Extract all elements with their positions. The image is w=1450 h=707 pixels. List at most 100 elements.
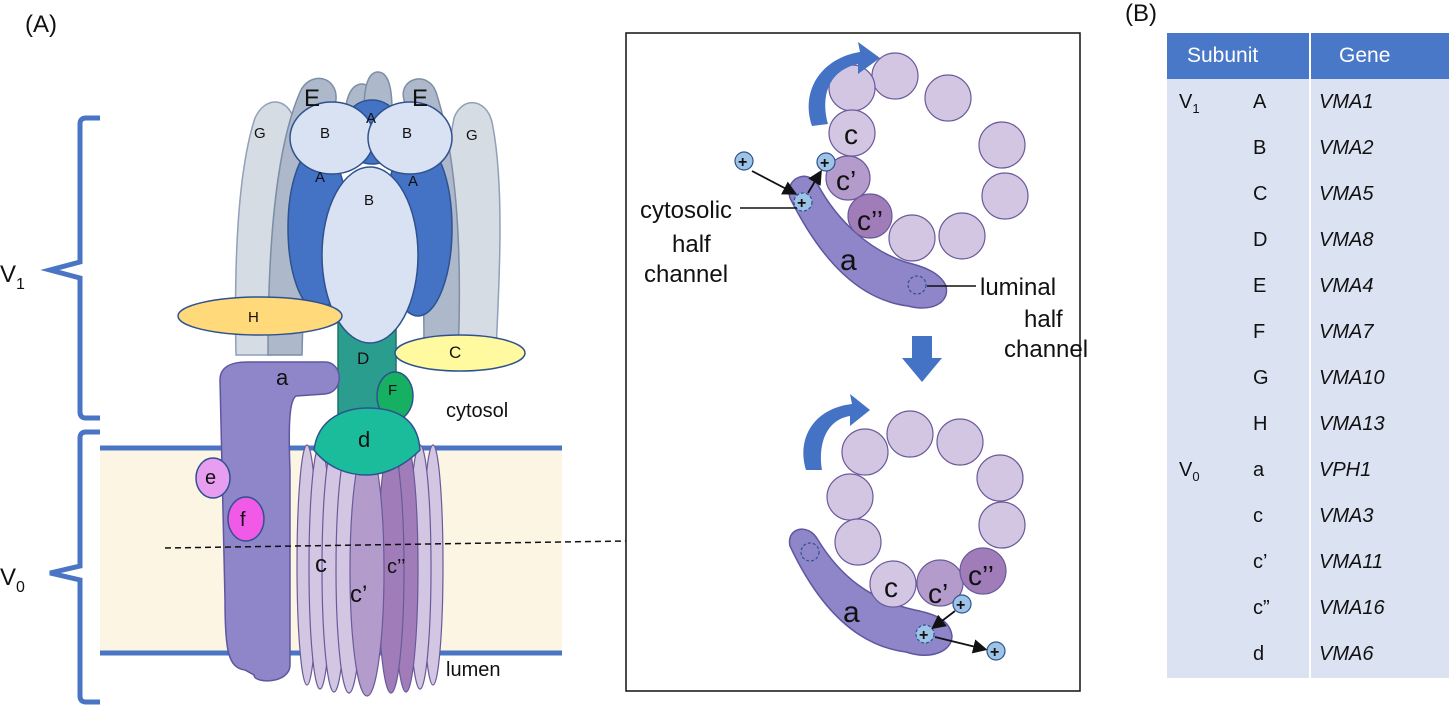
inset-top-ring [828, 52, 1029, 262]
row-gene: VMA16 [1319, 597, 1385, 619]
row-subunit: F [1253, 321, 1266, 343]
label-c-prime: c’ [350, 581, 367, 608]
label-cytosol: cytosol [446, 400, 508, 422]
subunit-f-small [227, 496, 265, 542]
table-row: F VMA7 [1167, 311, 1449, 357]
inset-bottom-ring [826, 410, 1026, 566]
row-subunit: H [1253, 413, 1268, 435]
subunit-d [313, 407, 421, 476]
label-c-ring: c [315, 551, 327, 578]
table-row: V1 A VMA1 [1167, 81, 1449, 127]
subunit-c-yellow [394, 334, 526, 372]
arrow-top-up [807, 169, 822, 194]
subunit-e-small [195, 457, 231, 499]
table-row: c” VMA16 [1167, 587, 1449, 633]
proton-top-exit-sign: + [820, 155, 829, 172]
row-group: V0 [1179, 459, 1200, 484]
row-gene: VPH1 [1319, 459, 1372, 481]
label-a-right: A [408, 173, 418, 190]
transition-arrow [902, 336, 942, 382]
subunit-h [177, 296, 343, 336]
label-a-left: A [315, 169, 325, 186]
v1-bracket [40, 115, 100, 421]
row-gene: VMA5 [1319, 183, 1374, 205]
row-gene: VMA2 [1319, 137, 1374, 159]
label-g-left: G [254, 125, 266, 142]
table-row: B VMA2 [1167, 127, 1449, 173]
arrow-bottom-in [931, 610, 956, 630]
row-subunit: B [1253, 137, 1267, 159]
arrow-top-in [751, 170, 798, 195]
inset-top-label-c: c [844, 119, 858, 150]
row-subunit: c’ [1253, 551, 1268, 573]
table-header: Subunit Gene [1167, 33, 1449, 79]
proton-bottom-cprime-sign: + [956, 597, 965, 614]
row-gene: VMA6 [1319, 643, 1374, 665]
label-g-right: G [466, 127, 478, 144]
table-row: E VMA4 [1167, 265, 1449, 311]
row-gene: VMA10 [1319, 367, 1385, 389]
row-gene: VMA8 [1319, 229, 1374, 251]
proton-top-exit [816, 152, 836, 172]
luminal-channel-top [907, 275, 927, 295]
row-group: V1 [1179, 91, 1200, 116]
inset-top-c-double [847, 193, 893, 239]
row-subunit: c [1253, 505, 1263, 527]
inset-top-rotation-arrow [808, 42, 880, 126]
proton-bottom-cprime [952, 594, 972, 614]
label-h: H [248, 309, 259, 326]
label-b-center: B [364, 192, 374, 209]
arrow-bottom-out [934, 636, 988, 654]
label-c-yellow: C [449, 343, 461, 362]
row-subunit: c” [1253, 597, 1270, 619]
inset-top-label-a: a [840, 244, 857, 277]
table-row: c VMA3 [1167, 495, 1449, 541]
row-subunit: a [1253, 459, 1265, 481]
dashed-section-line [164, 540, 627, 549]
inset-top-label-c-prime: c’ [836, 165, 856, 196]
row-subunit: C [1253, 183, 1268, 205]
row-gene: VMA11 [1319, 551, 1384, 573]
label-d-stalk: D [357, 349, 369, 368]
row-gene: VMA4 [1319, 275, 1374, 297]
proton-top-outer-sign: + [738, 154, 747, 171]
luminal-channel-bottom [800, 542, 820, 562]
table-row: V0 a VPH1 [1167, 449, 1449, 495]
table-row: C VMA5 [1167, 173, 1449, 219]
row-subunit: A [1253, 91, 1267, 113]
label-e-right: E [412, 85, 428, 112]
label-b-right: B [402, 125, 412, 142]
inset-bottom-label-c-prime: c’ [928, 578, 948, 609]
row-gene: VMA3 [1319, 505, 1374, 527]
row-subunit: E [1253, 275, 1267, 297]
label-e-small: e [205, 467, 216, 489]
c-ring [296, 443, 444, 697]
inset-bottom-rotation-arrow [803, 394, 870, 470]
inset-bottom-label-a: a [843, 596, 860, 629]
panel-a-label: (A) [25, 11, 57, 38]
label-lumen: lumen [446, 659, 500, 681]
row-subunit: G [1253, 367, 1269, 389]
row-gene: VMA1 [1319, 91, 1374, 113]
v0-bracket [49, 429, 100, 705]
table-row: G VMA10 [1167, 357, 1449, 403]
v1-sector-label: V1 [0, 261, 25, 293]
v0-sector-label: V0 [0, 564, 25, 596]
row-gene: VMA7 [1319, 321, 1374, 343]
panel-b-label: (B) [1125, 0, 1157, 27]
label-a-membrane: a [276, 365, 289, 390]
header-gene: Gene [1339, 44, 1391, 67]
subunit-a-membrane [219, 361, 340, 682]
inset-top-c-prime [825, 155, 871, 201]
label-e-left: E [304, 85, 320, 112]
label-cytosolic-half-channel: cytosolic half channel [640, 197, 739, 288]
label-f-green: F [388, 382, 397, 399]
label-b-left: B [320, 125, 330, 142]
table-row: c’ VMA11 [1167, 541, 1449, 587]
table-column-divider [1309, 33, 1311, 678]
